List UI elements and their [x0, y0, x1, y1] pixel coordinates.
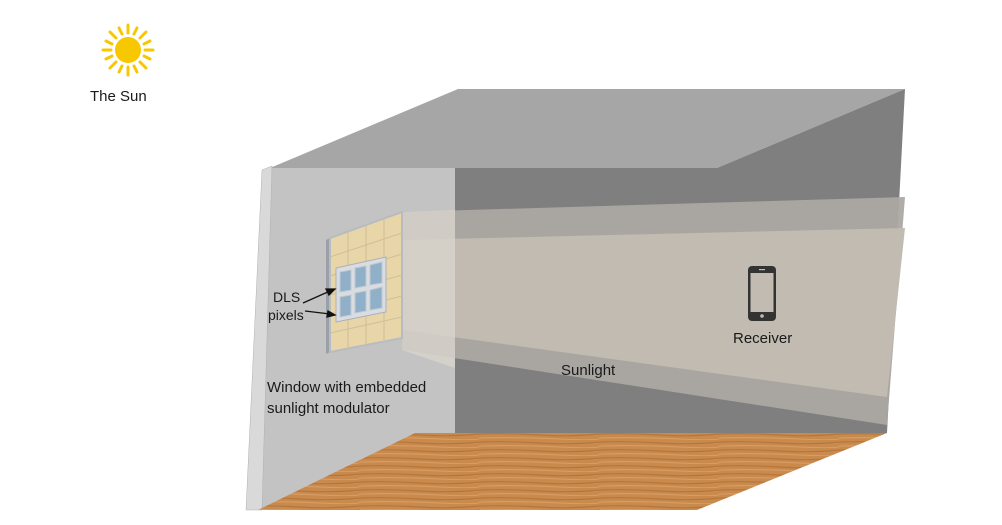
- window-label-line2: sunlight modulator: [267, 400, 390, 417]
- smartphone-icon: [748, 266, 776, 321]
- sun-icon: [101, 23, 155, 77]
- ceiling: [270, 89, 905, 168]
- dls-label-line2: pixels: [268, 307, 304, 323]
- sun-label: The Sun: [90, 88, 147, 105]
- window-modulator: [326, 210, 403, 354]
- dls-label-line1: DLS: [273, 289, 301, 305]
- dls-pixels: [339, 261, 383, 318]
- receiver-label: Receiver: [733, 330, 793, 347]
- dls-arrows: [302, 288, 337, 318]
- window-label-line1: Window with embedded: [267, 379, 427, 396]
- floor: [258, 433, 887, 510]
- sunlight-beam-near: [402, 210, 455, 368]
- sunlight-beam-inner: [402, 228, 905, 397]
- sunlight-label: Sunlight: [561, 362, 616, 379]
